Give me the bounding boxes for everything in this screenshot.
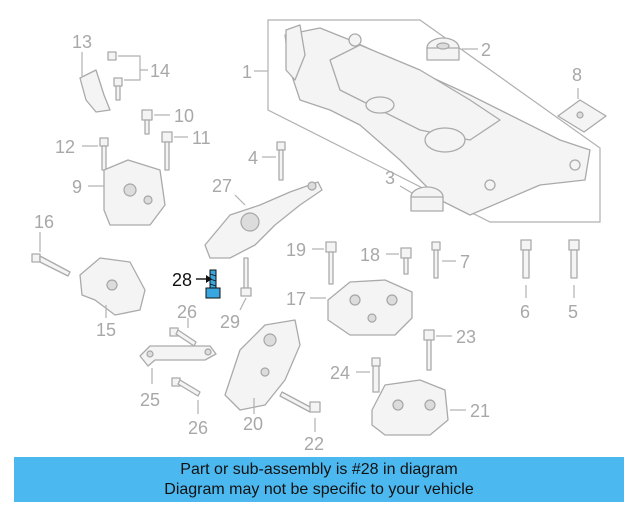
label-22: 22 <box>304 434 324 454</box>
part-10-bolt <box>141 109 153 135</box>
part-28-bolt-highlighted <box>205 269 221 299</box>
part-3-mount <box>410 186 444 212</box>
label-21: 21 <box>470 401 490 421</box>
part-9-mount <box>103 159 166 226</box>
part-17-mount <box>327 279 413 336</box>
label-15: 15 <box>96 320 116 340</box>
part-19-bolt <box>325 241 337 285</box>
part-11-bolt <box>161 131 173 171</box>
label-28: 28 <box>172 270 192 290</box>
part-6-bolt <box>520 239 532 279</box>
part-22-bolt <box>279 391 321 413</box>
label-18: 18 <box>360 245 380 265</box>
label-10: 10 <box>174 106 194 126</box>
subframe-assembly <box>267 19 601 223</box>
label-14: 14 <box>150 61 170 81</box>
label-20: 20 <box>243 414 263 434</box>
label-6: 6 <box>520 302 530 322</box>
info-banner: Part or sub-assembly is #28 in diagram D… <box>14 457 624 502</box>
part-26-bolt-upper <box>169 327 197 347</box>
part-8-plate <box>557 99 607 133</box>
label-29: 29 <box>220 312 240 332</box>
label-26-lower: 26 <box>188 418 208 438</box>
part-16-bolt <box>31 253 71 277</box>
label-16: 16 <box>34 212 54 232</box>
label-25: 25 <box>140 390 160 410</box>
part-20-bracket <box>224 319 301 411</box>
label-7: 7 <box>460 252 470 272</box>
part-24-bolt <box>371 357 381 393</box>
label-1: 1 <box>242 62 252 82</box>
label-3: 3 <box>385 168 395 188</box>
parts-diagram: 1 2 3 4 8 6 5 7 <box>31 19 607 454</box>
label-2: 2 <box>481 40 491 60</box>
banner-line-2: Diagram may not be specific to your vehi… <box>164 480 474 498</box>
part-29-bolt <box>240 257 252 297</box>
label-11: 11 <box>192 128 211 148</box>
part-23-bolt <box>423 329 435 371</box>
label-13: 13 <box>72 32 92 52</box>
label-9: 9 <box>72 177 82 197</box>
part-27-torque-arm <box>204 181 323 259</box>
label-23: 23 <box>456 327 476 347</box>
label-19: 19 <box>286 240 306 260</box>
banner-line-1: Part or sub-assembly is #28 in diagram <box>180 460 458 478</box>
part-12-bolt <box>99 137 109 171</box>
part-4-bolt <box>276 141 286 181</box>
part-15-bracket <box>79 257 146 316</box>
part-13-bracket <box>79 51 123 113</box>
label-8: 8 <box>572 65 582 85</box>
part-2-mount <box>426 37 460 61</box>
part-25-link <box>139 345 217 367</box>
part-21-mount <box>371 379 449 436</box>
label-5: 5 <box>568 302 578 322</box>
label-12: 12 <box>55 137 75 157</box>
label-24: 24 <box>330 363 350 383</box>
part-7-bolt <box>431 241 441 279</box>
label-17: 17 <box>286 289 306 309</box>
part-18-bolt <box>400 247 412 275</box>
part-26-bolt-lower <box>171 377 201 397</box>
label-4: 4 <box>248 148 258 168</box>
part-5-bolt <box>568 239 580 279</box>
label-27: 27 <box>212 176 232 196</box>
label-26-upper: 26 <box>177 302 197 322</box>
